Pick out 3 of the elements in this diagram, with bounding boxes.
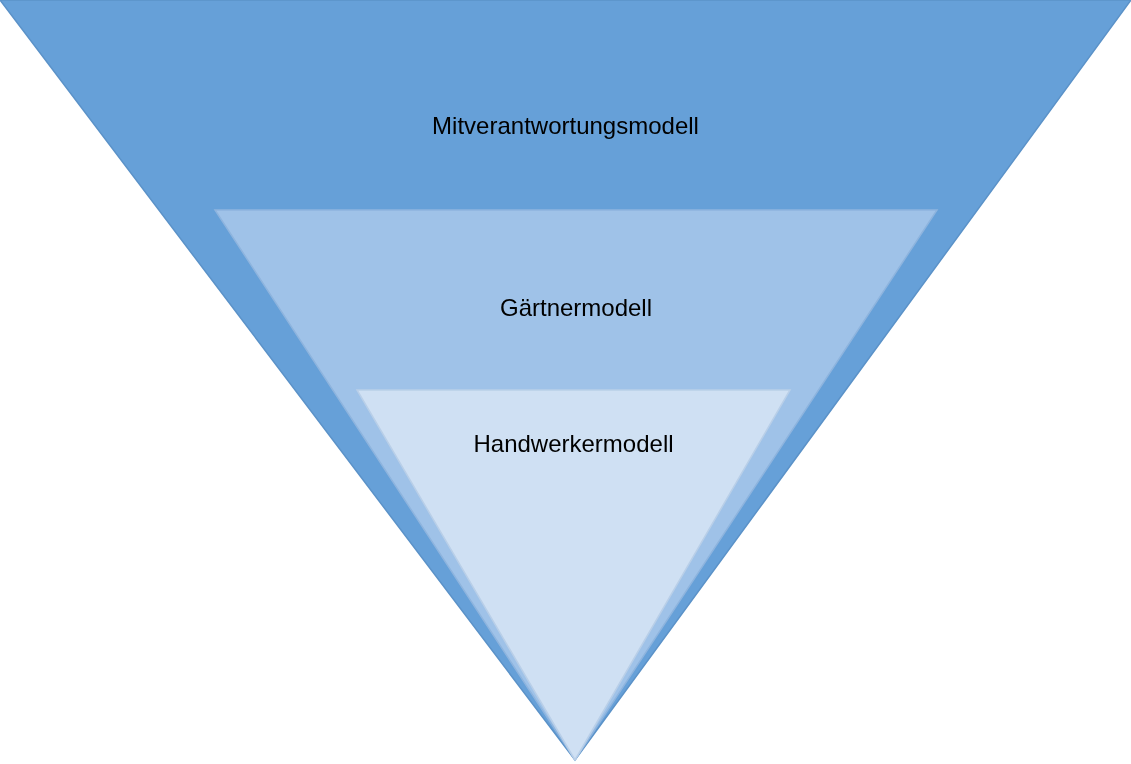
level-label: Handwerkermodell xyxy=(473,430,674,458)
level-label: Gärtnermodell xyxy=(499,294,653,322)
level-label: Mitverantwortungsmodell xyxy=(432,112,699,140)
